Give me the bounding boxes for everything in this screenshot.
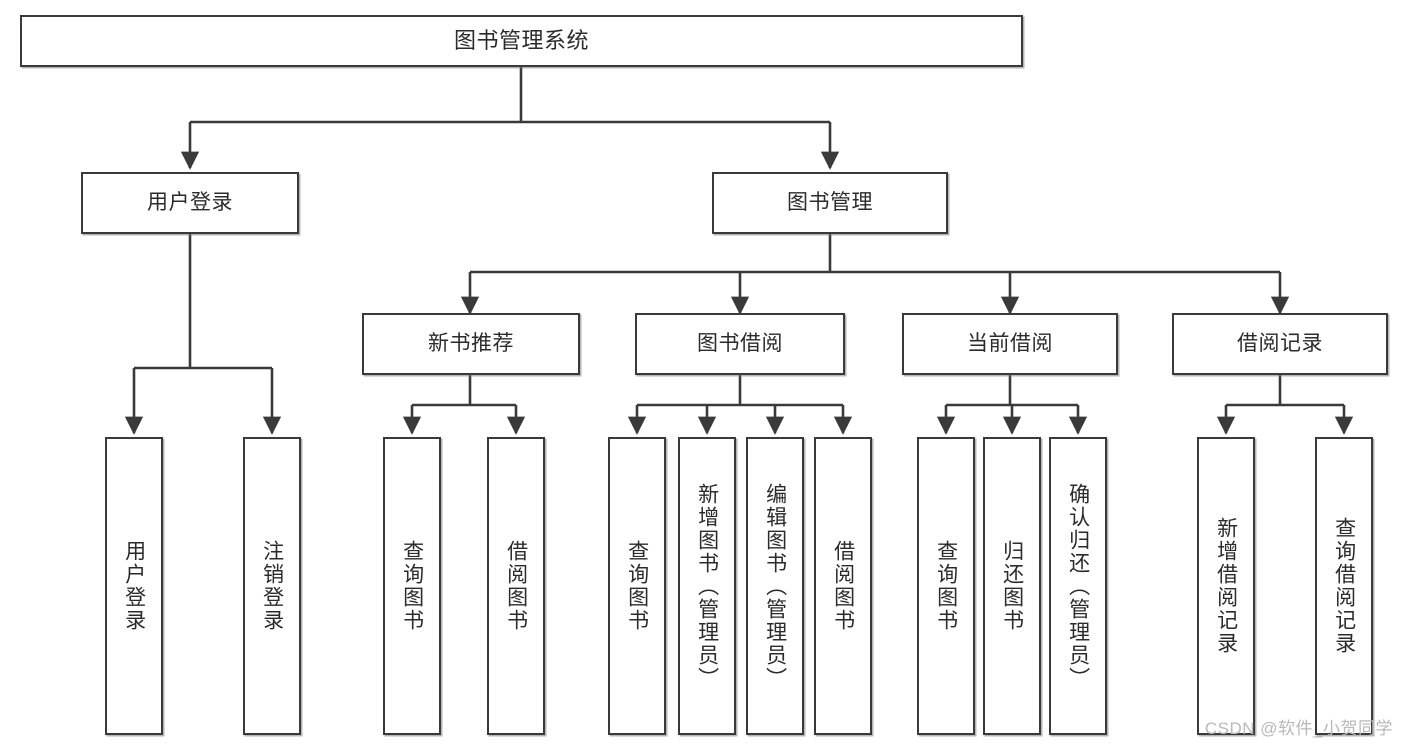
- node-borrowing-records[interactable]: 借阅记录: [1172, 313, 1388, 375]
- node-label: 新增图书（管理员）: [695, 482, 719, 690]
- node-label: 当前借阅: [967, 331, 1053, 355]
- node-book-borrowing[interactable]: 图书借阅: [635, 313, 845, 375]
- node-label: 查询图书: [625, 540, 649, 632]
- node-label: 归还图书: [1000, 540, 1024, 632]
- node-label: 图书借阅: [697, 331, 783, 355]
- node-label: 借阅图书: [504, 540, 528, 632]
- leaf-borrow-books-new[interactable]: 借阅图书: [487, 437, 545, 735]
- leaf-logout[interactable]: 注销登录: [243, 437, 301, 735]
- leaf-query-books-current[interactable]: 查询图书: [917, 437, 975, 735]
- node-label: 图书管理系统: [453, 28, 589, 54]
- node-label: 新书推荐: [428, 331, 514, 355]
- node-label: 用户登录: [122, 540, 146, 632]
- node-current-borrowing[interactable]: 当前借阅: [902, 313, 1118, 375]
- leaf-query-books-new[interactable]: 查询图书: [383, 437, 441, 735]
- leaf-add-book-admin[interactable]: 新增图书（管理员）: [678, 437, 736, 735]
- node-label: 查询图书: [934, 540, 958, 632]
- leaf-edit-book-admin[interactable]: 编辑图书（管理员）: [746, 437, 804, 735]
- node-book-management[interactable]: 图书管理: [712, 172, 948, 234]
- leaf-borrow-books[interactable]: 借阅图书: [814, 437, 872, 735]
- node-label: 借阅图书: [831, 540, 855, 632]
- leaf-add-borrow-record[interactable]: 新增借阅记录: [1197, 437, 1255, 735]
- leaf-return-books[interactable]: 归还图书: [983, 437, 1041, 735]
- node-label: 注销登录: [260, 540, 284, 632]
- node-label: 确认归还（管理员）: [1066, 482, 1090, 690]
- leaf-confirm-return-admin[interactable]: 确认归还（管理员）: [1049, 437, 1107, 735]
- leaf-query-borrow-record[interactable]: 查询借阅记录: [1315, 437, 1373, 735]
- node-label: 借阅记录: [1237, 331, 1323, 355]
- node-label: 用户登录: [147, 190, 233, 214]
- watermark-text: CSDN @软件_小贺同学: [1204, 719, 1393, 738]
- leaf-query-books-borrow[interactable]: 查询图书: [608, 437, 666, 735]
- leaf-user-login[interactable]: 用户登录: [105, 437, 163, 735]
- node-root-book-management-system[interactable]: 图书管理系统: [20, 15, 1023, 67]
- node-new-book-recommendation[interactable]: 新书推荐: [362, 313, 580, 375]
- node-label: 图书管理: [787, 190, 873, 214]
- node-user-login[interactable]: 用户登录: [81, 172, 299, 234]
- node-label: 查询借阅记录: [1332, 517, 1356, 655]
- node-label: 新增借阅记录: [1214, 517, 1238, 655]
- node-label: 编辑图书（管理员）: [763, 482, 787, 690]
- node-label: 查询图书: [400, 540, 424, 632]
